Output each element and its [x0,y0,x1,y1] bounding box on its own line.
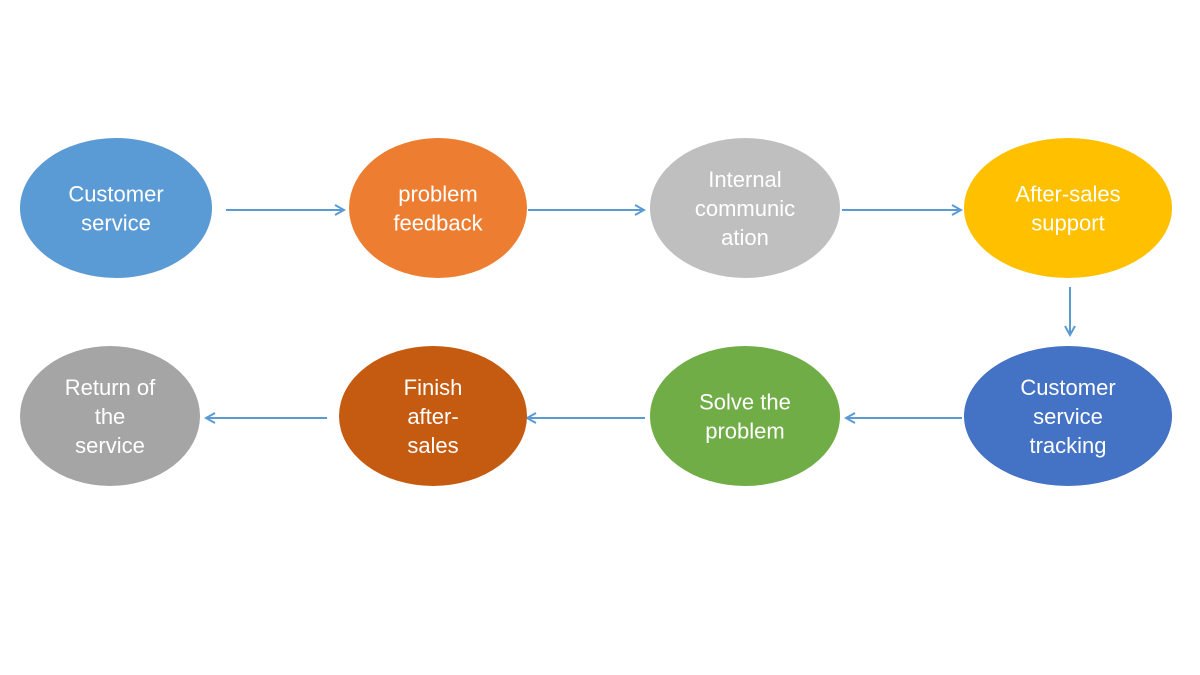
node-label-line: Customer [68,182,163,207]
node-solve-the-problem: Solve the problem [650,346,840,486]
node-label-line: support [1031,211,1104,236]
node-shape-return-of-the-service [20,346,200,486]
node-shape-customer-service-tracking [964,346,1172,486]
node-shape-internal-communication [650,138,840,278]
node-customer-service: Customer service [20,138,212,278]
node-label-line: Finish [404,375,463,400]
node-label-line: sales [407,433,458,458]
node-after-sales-support: After-sales support [964,138,1172,278]
node-problem-feedback: problem feedback [349,138,527,278]
node-layer: Customer service problem feedback Internal co… [20,138,1172,486]
node-label-line: Return of [65,375,156,400]
node-shape-finish-after-sales [339,346,527,486]
node-finish-after-sales: Finish after-sales [339,346,527,486]
node-label-line: after- [407,404,458,429]
node-shape-customer-service [20,138,212,278]
node-label-line: Internal [708,167,781,192]
node-label-line: service [1033,404,1103,429]
node-return-of-the-service: Return of the service [20,346,200,486]
node-label-line: problem [398,182,477,207]
node-shape-after-sales-support [964,138,1172,278]
node-label-line: feedback [393,211,483,236]
node-label-line: Solve the [699,390,791,415]
node-label-line: problem [705,419,784,444]
node-internal-communication: Internal communic ation [650,138,840,278]
connector-layer [206,210,1070,418]
node-label-line: communic [695,196,795,221]
node-customer-service-tracking: Customer service tracking [964,346,1172,486]
node-label-line: After-sales [1015,182,1120,207]
node-label-line: service [81,211,151,236]
node-label-line: Customer [1020,375,1115,400]
node-shape-solve-the-problem [650,346,840,486]
node-label-line: ation [721,225,769,250]
node-shape-problem-feedback [349,138,527,278]
node-label-line: service [75,433,145,458]
node-label-line: the [95,404,126,429]
node-label-line: tracking [1029,433,1106,458]
